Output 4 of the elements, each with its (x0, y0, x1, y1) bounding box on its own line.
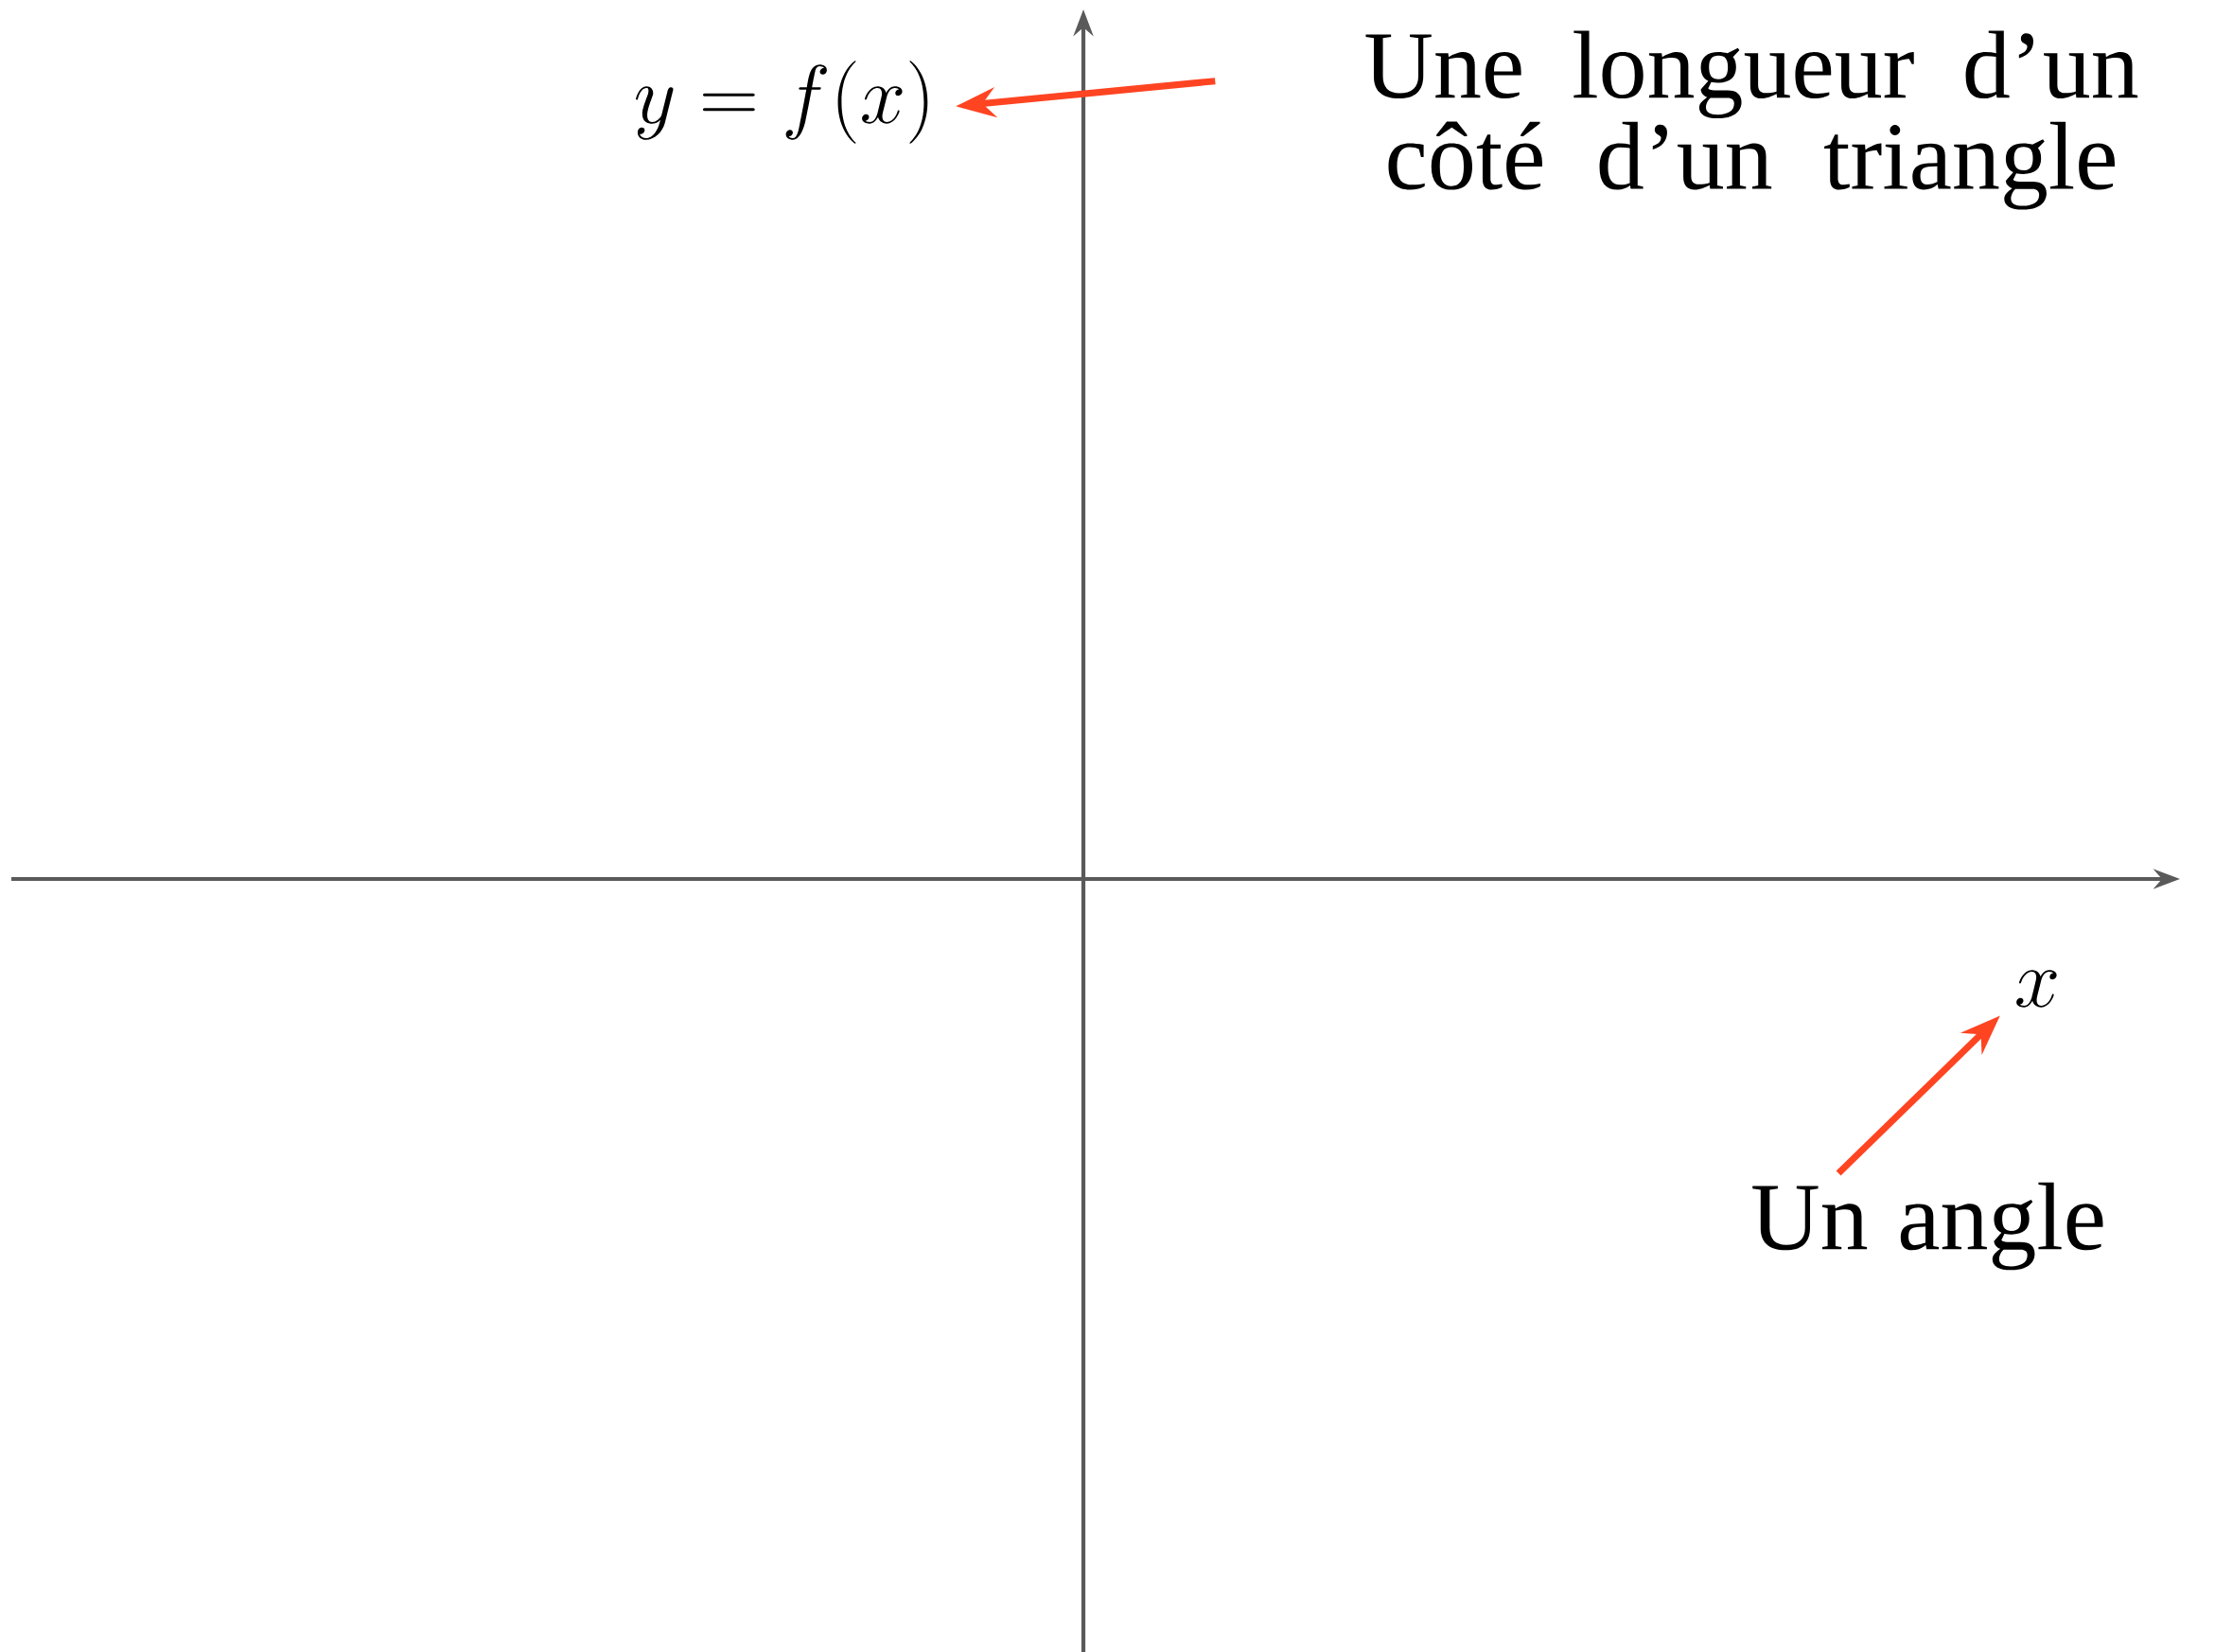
annotation-text: Un angle (1752, 1182, 2103, 1271)
formula-label: $y = f(x)$ (636, 61, 928, 144)
formula-label: $x$ (2016, 970, 2057, 1008)
annotation-text: Une longueur d’un côté d’un triangle (1365, 30, 2138, 210)
